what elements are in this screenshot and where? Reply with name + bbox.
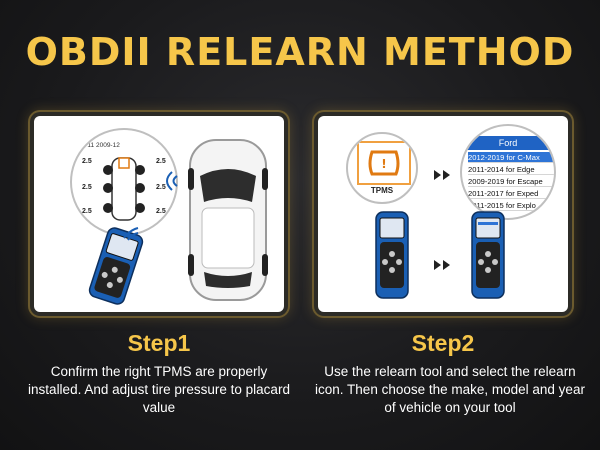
sensor-year-text: e 11 2009-12: [82, 142, 120, 149]
tpms-icon-bubble: ! TPMS: [346, 132, 418, 204]
list-item: 2011-2014 for Edge: [468, 164, 554, 175]
car-tire-diagram-icon: [103, 157, 145, 221]
psi-value: 2.5: [82, 208, 92, 215]
ford-list-header: Ford: [462, 136, 554, 150]
step1-description: Confirm the right TPMS are properly inst…: [28, 364, 290, 415]
tpms-tool-icon: [88, 227, 144, 305]
step2-panel: ! TPMS Ford 2012-2019 for C-Max 2011-201…: [318, 116, 568, 312]
psi-value: 2.5: [156, 208, 166, 215]
wifi-signal-icon: [123, 227, 139, 241]
list-item: 2011-2015 for Explo: [468, 200, 554, 211]
tpms-tool-icon: [375, 211, 409, 299]
step2-description: Use the relearn tool and select the rele…: [315, 364, 585, 415]
psi-value: 2.5: [82, 184, 92, 191]
tpms-label: TPMS: [370, 186, 394, 195]
double-arrow-icon: [434, 260, 450, 270]
step1-panel: e 11 2009-12 2.5 2.5 2.5 2.5 2.5 2.5: [34, 116, 284, 312]
step2-title: Step2: [411, 330, 475, 356]
page-title: OBDII RELEARN METHOD: [25, 30, 575, 74]
psi-value: 2.5: [82, 158, 92, 165]
ford-model-list-bubble: Ford 2012-2019 for C-Max 2011-2014 for E…: [460, 124, 556, 220]
tire-warning-icon: !: [357, 141, 411, 185]
svg-text:!: !: [381, 157, 386, 171]
list-item: 2012-2019 for C-Max: [468, 152, 554, 163]
wifi-signal-icon: [166, 171, 178, 191]
sensor-screen-bubble: e 11 2009-12 2.5 2.5 2.5 2.5 2.5 2.5: [70, 128, 178, 236]
step1-title: Step1: [127, 330, 191, 356]
list-item: 2009-2019 for Escape: [468, 176, 554, 187]
tpms-tool-icon: [471, 211, 505, 299]
car-topview-icon: [188, 139, 268, 301]
double-arrow-icon: [434, 170, 450, 180]
list-item: 2011-2017 for Exped: [468, 188, 554, 199]
psi-value: 2.5: [156, 158, 166, 165]
psi-value: 2.5: [156, 184, 166, 191]
